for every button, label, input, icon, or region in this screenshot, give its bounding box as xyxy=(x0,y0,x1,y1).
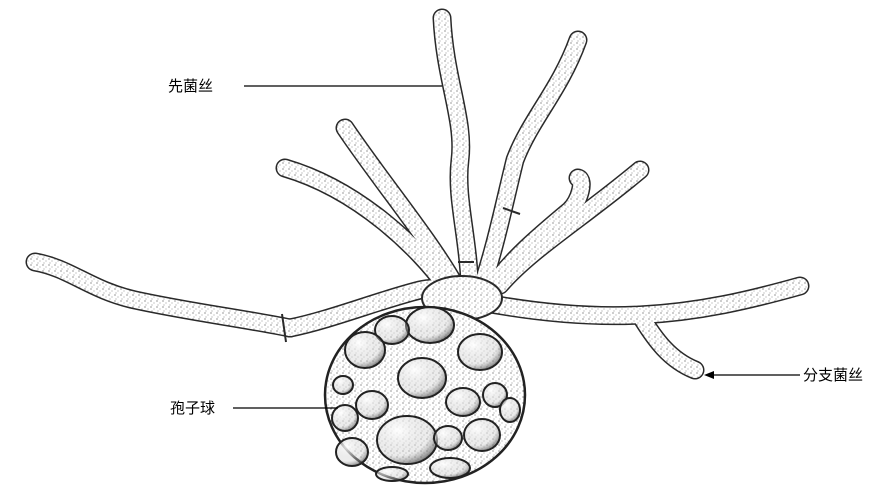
label-branch-hypha: 分支菌丝 xyxy=(803,366,863,384)
label-sporidiole: 孢子球 xyxy=(170,399,215,417)
leader-branch-arrowhead xyxy=(704,371,714,379)
label-protohypha: 先菌丝 xyxy=(168,77,213,95)
spore-ball xyxy=(325,307,525,483)
